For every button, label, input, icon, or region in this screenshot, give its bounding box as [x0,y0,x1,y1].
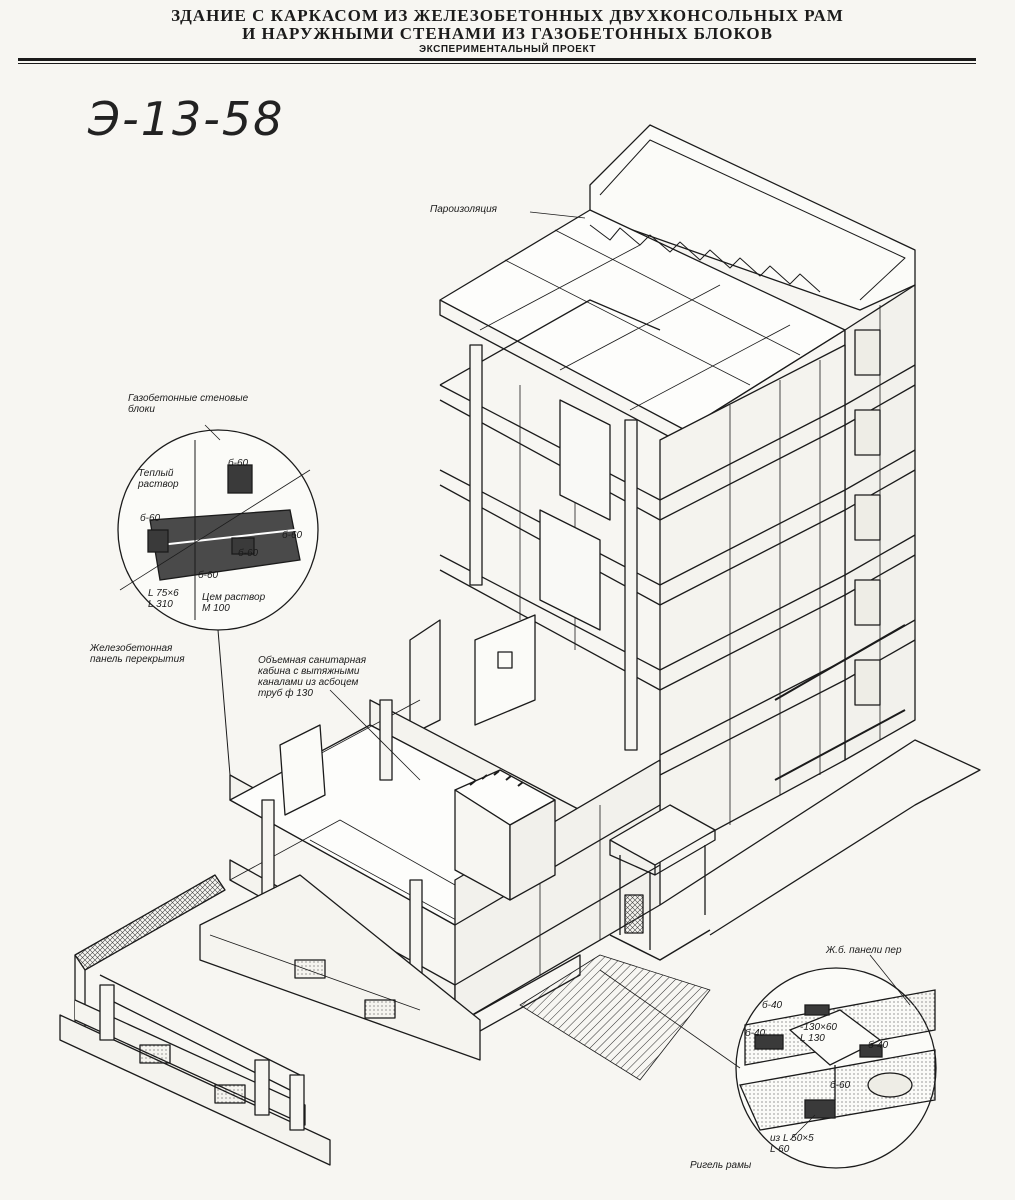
cutaway-frames [439,299,661,751]
label-cement-mortar: Цем раствор М 100 [202,592,266,614]
label-warm-mortar: Теплый раствор [138,468,179,490]
label-vapor-barrier: Пароизоляция [430,204,497,215]
label-angle-l75: L 75×6 L 310 [148,588,179,610]
label-floor-panel: Железобетонная панель перекрытия [90,643,185,665]
title-line-2: И НАРУЖНЫМИ СТЕНАМИ ИЗ ГАЗОБЕТОННЫХ БЛОК… [242,24,773,43]
title-line-1: ЗДАНИЕ С КАРКАСОМ ИЗ ЖЕЛЕЗОБЕТОННЫХ ДВУХ… [171,6,844,25]
label-d60-a: б-60 [228,458,249,469]
tower-facade [659,284,916,861]
label-d60-d: б-60 [198,570,219,581]
label-d40-b: б-40 [745,1028,766,1039]
leader-lines [329,211,911,1141]
label-rc-panels: Ж.б. панели пер [826,945,902,956]
header-rule [18,58,976,61]
foundation [199,739,981,1081]
label-plate: -130×60 L 130 [800,1022,837,1044]
roof [439,124,916,446]
label-d60-b: б-60 [140,513,161,524]
label-d40-a: б-40 [762,1000,783,1011]
project-code: Э-13-58 [88,92,285,146]
subtitle: ЭКСПЕРИМЕНТАЛЬНЫЙ ПРОЕКТ [419,44,596,55]
label-d60-e: б-60 [282,530,303,541]
detail-joint [599,967,937,1169]
detail-wall-block [117,424,319,776]
label-d60-f: б-60 [830,1080,851,1091]
lower-wing [229,614,661,1026]
label-angle-l50: из L 50×5 L 60 [770,1133,814,1155]
header-rule-thin [18,63,976,64]
label-frame-girder: Ригель рамы [690,1160,752,1171]
boundary-wall [59,874,396,1166]
label-gas-concrete-blocks: Газобетонные стеновые блоки [128,393,249,415]
entrance [609,804,716,961]
label-d40-c: б-40 [868,1040,889,1051]
label-sanitary-cabin: Объемная санитарная кабина с вытяжными к… [258,655,367,699]
label-d60-c: б-60 [238,548,259,559]
